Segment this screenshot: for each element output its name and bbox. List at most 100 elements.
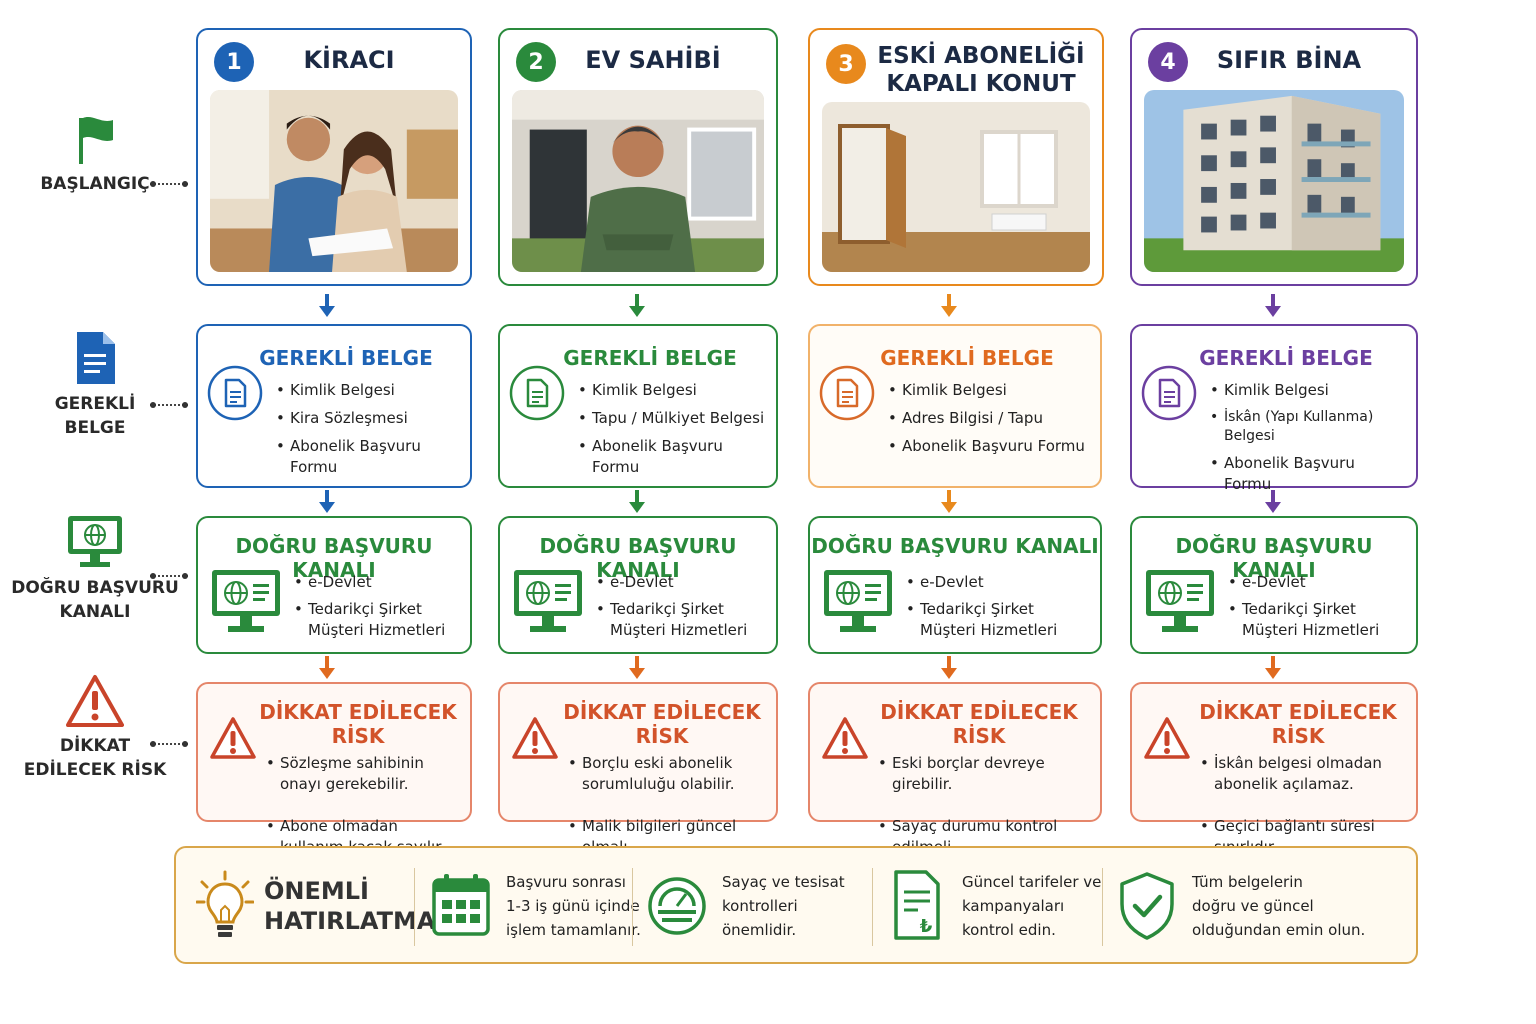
stage-label: DİKKAT EDİLECEK RİSK	[23, 736, 167, 780]
card-eski-abonelik: 3 ESKİ ABONELİĞİ KAPALI KONUT	[808, 28, 1104, 286]
lightbulb-icon	[196, 870, 254, 937]
reminder-header: ÖNEMLİ HATIRLATMA	[196, 870, 435, 942]
documents-box-kiraci: GEREKLİ BELGE Kimlik Belgesi Kira Sözleş…	[196, 324, 472, 488]
stage-label: BAŞLANGIÇ	[40, 174, 150, 194]
document-item: Abonelik Başvuru Formu	[578, 436, 766, 478]
divider	[1102, 868, 1103, 946]
channel-box-sifir-bina: DOĞRU BAŞVURU KANALI e-Devlet Tedarikçi …	[1130, 516, 1418, 654]
risk-list: Borçlu eski abonelik sorumluluğu olabili…	[568, 734, 766, 879]
document-item: Tapu / Mülkiyet Belgesi	[578, 408, 766, 429]
documents-box-eski-abonelik: GEREKLİ BELGE Kimlik Belgesi Adres Bilgi…	[808, 324, 1102, 488]
divider	[632, 868, 633, 946]
shield-check-icon	[1120, 872, 1174, 940]
document-item: İskân (Yapı Kullanma) Belgesi	[1210, 408, 1406, 446]
document-circle-icon	[1141, 365, 1197, 421]
channel-list: e-Devlet Tedarikçi Şirket Müşteri Hizmet…	[906, 572, 1090, 648]
stage-risk: DİKKAT EDİLECEK RİSK	[0, 674, 190, 782]
reminder-item-meter: Sayaç ve tesisat kontrolleri önemlidir.	[646, 870, 845, 942]
connector-dots	[150, 741, 188, 747]
documents-list: Kimlik Belgesi Tapu / Mülkiyet Belgesi A…	[578, 380, 766, 485]
reminder-panel: ÖNEMLİ HATIRLATMA Başvuru sonrası 1-3 iş…	[174, 846, 1418, 964]
documents-title: GEREKLİ BELGE	[1199, 346, 1373, 370]
document-icon	[77, 332, 115, 384]
warning-icon	[1144, 717, 1190, 759]
document-item: Abonelik Başvuru Formu	[276, 436, 460, 478]
reminder-item-tariffs: ₺ Güncel tarifeler ve kampanyaları kontr…	[886, 870, 1101, 942]
down-arrow-icon	[319, 490, 335, 513]
card-title: KİRACI	[303, 46, 395, 74]
risk-box-sifir-bina: DİKKAT EDİLECEK RİSK İskân belgesi olmad…	[1130, 682, 1418, 856]
homeowner-photo	[512, 90, 764, 272]
down-arrow-icon	[629, 490, 645, 513]
calendar-icon	[432, 874, 490, 936]
down-arrow-icon	[941, 490, 957, 513]
down-arrow-icon	[941, 294, 957, 317]
channel-box-ev-sahibi: DOĞRU BAŞVURU KANALI e-Devlet Tedarikçi …	[498, 516, 778, 654]
documents-list: Kimlik Belgesi Adres Bilgisi / Tapu Abon…	[888, 380, 1090, 464]
channel-list: e-Devlet Tedarikçi Şirket Müşteri Hizmet…	[294, 572, 460, 648]
channel-item: e-Devlet	[294, 572, 460, 593]
tariff-document-icon: ₺	[894, 870, 940, 940]
document-circle-icon	[509, 365, 565, 421]
reminder-text: Sayaç ve tesisat kontrolleri önemlidir.	[722, 873, 845, 939]
channel-list: e-Devlet Tedarikçi Şirket Müşteri Hizmet…	[1228, 572, 1406, 648]
risk-list: Eski borçlar devreye girebilir. Sayaç du…	[878, 734, 1090, 879]
documents-box-sifir-bina: GEREKLİ BELGE Kimlik Belgesi İskân (Yapı…	[1130, 324, 1418, 493]
document-item: Kimlik Belgesi	[276, 380, 460, 401]
risk-item: Sözleşme sahibinin onayı gerekebilir.	[266, 753, 460, 795]
channel-title: DOĞRU BAŞVURU KANALI	[811, 534, 1099, 558]
monitor-globe-icon	[1146, 570, 1214, 632]
stage-label: DOĞRU BAŞVURU KANALI	[11, 578, 179, 622]
document-item: Kimlik Belgesi	[578, 380, 766, 401]
risk-item: Eski borçlar devreye girebilir.	[878, 753, 1090, 795]
meter-icon	[648, 877, 706, 935]
connector-dots	[150, 402, 188, 408]
document-item: Kimlik Belgesi	[1210, 380, 1406, 401]
connector-dots	[150, 181, 188, 187]
reminder-item-timing: Başvuru sonrası 1-3 iş günü içinde işlem…	[430, 870, 641, 942]
connector-dots	[150, 573, 188, 579]
card-sifir-bina: 4 SIFIR BİNA	[1130, 28, 1418, 286]
document-circle-icon	[819, 365, 875, 421]
monitor-globe-icon	[824, 570, 892, 632]
risk-box-kiraci: DİKKAT EDİLECEK RİSK Sözleşme sahibinin …	[196, 682, 472, 856]
new-building-photo	[1144, 90, 1404, 272]
down-arrow-icon	[629, 294, 645, 317]
risk-item: İskân belgesi olmadan abonelik açılamaz.	[1200, 753, 1406, 795]
documents-title: GEREKLİ BELGE	[880, 346, 1054, 370]
channel-item: Tedarikçi Şirket Müşteri Hizmetleri	[596, 599, 766, 641]
step-number-badge: 2	[516, 42, 556, 82]
channel-item: e-Devlet	[1228, 572, 1406, 593]
down-arrow-icon	[1265, 490, 1281, 513]
reminder-text: Güncel tarifeler ve kampanyaları kontrol…	[962, 873, 1102, 939]
monitor-globe-icon	[212, 570, 280, 632]
down-arrow-icon	[319, 294, 335, 317]
risk-title: DİKKAT EDİLECEK RİSK	[259, 700, 457, 748]
monitor-globe-icon	[514, 570, 582, 632]
documents-title: GEREKLİ BELGE	[563, 346, 737, 370]
monitor-globe-icon	[68, 516, 122, 567]
stage-documents: GEREKLİ BELGE	[0, 330, 190, 440]
document-item: Abonelik Başvuru Formu	[1210, 453, 1406, 495]
warning-icon	[210, 717, 256, 759]
step-number-badge: 1	[214, 42, 254, 82]
channel-item: Tedarikçi Şirket Müşteri Hizmetleri	[1228, 599, 1406, 641]
divider	[414, 868, 415, 946]
channel-box-eski-abonelik: DOĞRU BAŞVURU KANALI e-Devlet Tedarikçi …	[808, 516, 1102, 654]
card-title: ESKİ ABONELİĞİ KAPALI KONUT	[877, 43, 1085, 97]
documents-box-ev-sahibi: GEREKLİ BELGE Kimlik Belgesi Tapu / Mülk…	[498, 324, 778, 488]
documents-list: Kimlik Belgesi İskân (Yapı Kullanma) Bel…	[1210, 380, 1406, 502]
flag-icon	[79, 117, 113, 164]
warning-icon	[512, 717, 558, 759]
stage-channel: DOĞRU BAŞVURU KANALI	[0, 514, 190, 624]
reminder-title: ÖNEMLİ HATIRLATMA	[264, 877, 436, 935]
down-arrow-icon	[941, 656, 957, 679]
risk-title: DİKKAT EDİLECEK RİSK	[1199, 700, 1397, 748]
document-circle-icon	[207, 365, 263, 421]
step-number-badge: 4	[1148, 42, 1188, 82]
card-ev-sahibi: 2 EV SAHİBİ	[498, 28, 778, 286]
stage-start: BAŞLANGIÇ	[0, 112, 190, 196]
couple-signing-photo	[210, 90, 458, 272]
channel-item: Tedarikçi Şirket Müşteri Hizmetleri	[294, 599, 460, 641]
risk-item: Borçlu eski abonelik sorumluluğu olabili…	[568, 753, 766, 795]
